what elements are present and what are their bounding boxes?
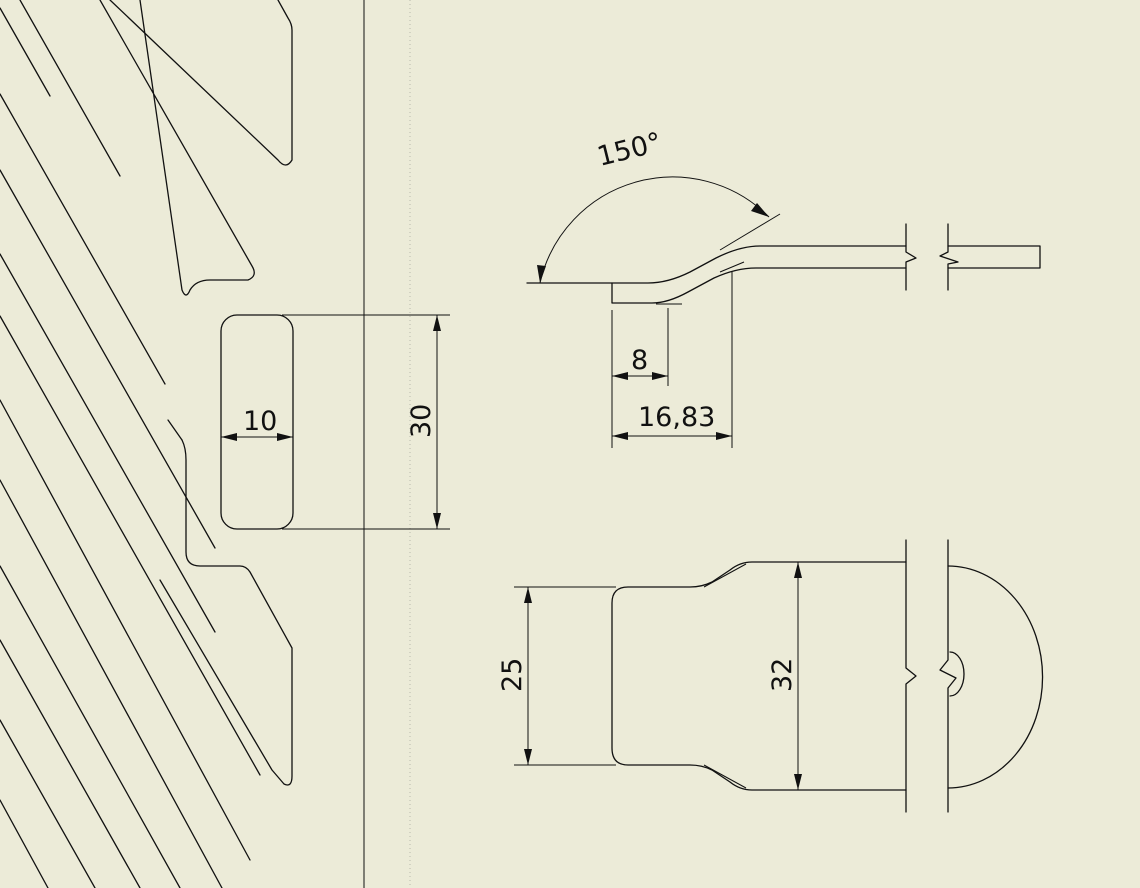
dim-flat-length-label: 8 <box>631 345 648 376</box>
top-view: 25 32 <box>497 539 1044 813</box>
grille-diagonal-lines-lower <box>0 315 261 888</box>
round-end-small-arc <box>949 651 965 697</box>
round-end-arc <box>947 565 1044 789</box>
dim-slot-width: 10 <box>221 406 293 441</box>
dim-wide-width-label: 32 <box>767 658 798 692</box>
dim-slot-width-label: 10 <box>243 406 277 437</box>
grille-diagonal-lines-upper <box>0 0 216 633</box>
break-symbol <box>905 223 959 291</box>
dim-slot-height: 30 <box>282 314 450 530</box>
bend-tick-lower <box>719 261 745 273</box>
tab-outline <box>611 561 907 791</box>
grille-slot-lower <box>167 419 183 441</box>
dim-bend-length-label: 16,83 <box>638 402 715 433</box>
dim-bend-angle: 150° <box>537 127 770 284</box>
grille-center-tab <box>159 439 293 786</box>
taper-line-bottom <box>703 764 747 789</box>
dim-bend-angle-label: 150° <box>594 127 665 173</box>
dim-wide-width: 32 <box>767 562 802 790</box>
profile-upper-edge <box>526 245 907 284</box>
grille-slot-top <box>109 0 293 166</box>
profile-lower-edge <box>611 267 907 304</box>
profile-end-piece <box>947 245 1041 269</box>
dim-bend-length: 16,83 <box>612 272 733 448</box>
slot-outline <box>220 314 294 530</box>
taper-line-top <box>703 563 747 588</box>
dim-narrow-width-label: 25 <box>497 658 528 692</box>
grille-view: 10 30 <box>0 0 450 888</box>
dim-narrow-width: 25 <box>497 586 616 766</box>
break-symbol-top-view <box>905 539 957 813</box>
grille-slot-hook <box>99 0 255 296</box>
bend-construction-line <box>719 213 781 251</box>
side-profile-view: 150° 8 16,83 <box>526 127 1041 448</box>
dim-flat-length: 8 <box>611 308 669 448</box>
dim-slot-height-label: 30 <box>406 404 437 438</box>
